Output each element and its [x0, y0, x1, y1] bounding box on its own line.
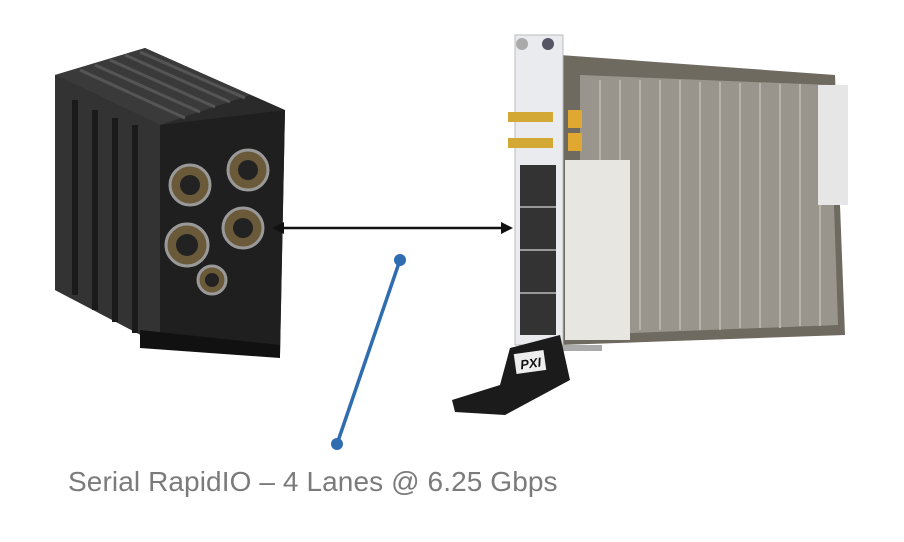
circular-connector-icon — [164, 148, 270, 296]
pxi-label: PXI — [519, 354, 542, 372]
caption: Serial RapidIO – 4 Lanes @ 6.25 Gbps — [68, 466, 558, 497]
arrow-left-icon — [272, 222, 284, 234]
link-arrow — [272, 222, 513, 234]
rugged-chassis-image — [55, 48, 285, 358]
ejector-handle — [452, 335, 570, 415]
callout-line — [331, 254, 406, 450]
arrow-right-icon — [501, 222, 513, 234]
pxi-card-image: PXI — [452, 34, 848, 415]
